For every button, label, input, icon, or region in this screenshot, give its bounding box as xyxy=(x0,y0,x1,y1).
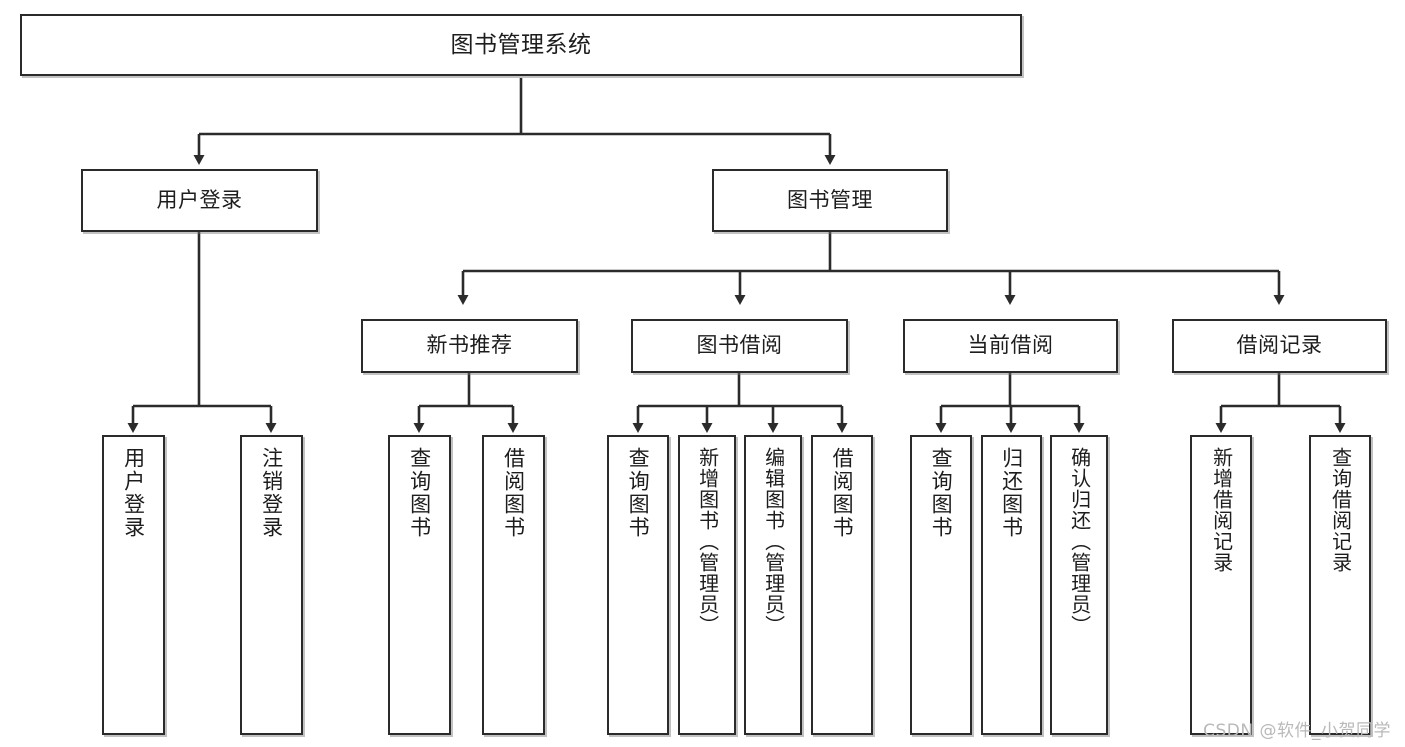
node-leaf-edit-book-admin[interactable]: 编辑图书（管理员） xyxy=(744,435,802,735)
node-leaf-add-book-admin[interactable]: 新增图书（管理员） xyxy=(678,435,736,735)
node-leaf-query-borrow-record[interactable]: 查询借阅记录 xyxy=(1309,435,1371,735)
node-leaf-query-book-a[interactable]: 查询图书 xyxy=(388,435,451,735)
node-leaf-user-login[interactable]: 用户登录 xyxy=(102,435,165,735)
node-user-login-label: 用户登录 xyxy=(156,187,243,212)
node-root[interactable]: 图书管理系统 xyxy=(20,14,1022,76)
node-leaf-query-book-b-label: 查询图书 xyxy=(626,447,651,539)
node-book-manage[interactable]: 图书管理 xyxy=(712,169,948,232)
node-leaf-confirm-return-admin[interactable]: 确认归还（管理员） xyxy=(1050,435,1108,735)
node-current-borrow[interactable]: 当前借阅 xyxy=(903,319,1118,373)
node-borrow-record-label: 借阅记录 xyxy=(1236,333,1323,358)
node-user-login[interactable]: 用户登录 xyxy=(81,169,318,232)
node-root-label: 图书管理系统 xyxy=(450,31,592,58)
node-leaf-query-book-b[interactable]: 查询图书 xyxy=(607,435,669,735)
node-leaf-return-book-label: 归还图书 xyxy=(999,447,1024,539)
node-leaf-query-book-c[interactable]: 查询图书 xyxy=(910,435,972,735)
node-leaf-return-book[interactable]: 归还图书 xyxy=(981,435,1042,735)
node-leaf-borrow-book-a[interactable]: 借阅图书 xyxy=(482,435,545,735)
node-leaf-add-book-admin-label: 新增图书（管理员） xyxy=(695,447,720,636)
node-leaf-query-book-c-label: 查询图书 xyxy=(929,447,954,539)
node-leaf-add-borrow-record[interactable]: 新增借阅记录 xyxy=(1190,435,1252,735)
node-leaf-query-book-a-label: 查询图书 xyxy=(407,447,432,539)
csdn-watermark: CSDN @软件_小贺同学 xyxy=(1203,721,1391,741)
node-book-borrow-label: 图书借阅 xyxy=(696,333,783,358)
node-leaf-borrow-book-a-label: 借阅图书 xyxy=(501,447,526,539)
node-new-book-rec-label: 新书推荐 xyxy=(426,333,513,358)
node-leaf-confirm-return-admin-label: 确认归还（管理员） xyxy=(1067,447,1092,636)
node-leaf-query-borrow-record-label: 查询借阅记录 xyxy=(1328,447,1353,573)
node-leaf-user-login-label: 用户登录 xyxy=(121,447,146,539)
node-book-manage-label: 图书管理 xyxy=(787,187,873,212)
node-leaf-logout-login-label: 注销登录 xyxy=(259,447,284,539)
node-leaf-edit-book-admin-label: 编辑图书（管理员） xyxy=(761,447,786,636)
node-leaf-add-borrow-record-label: 新增借阅记录 xyxy=(1209,447,1234,573)
node-leaf-borrow-book-b[interactable]: 借阅图书 xyxy=(811,435,873,735)
node-new-book-rec[interactable]: 新书推荐 xyxy=(361,319,578,373)
node-borrow-record[interactable]: 借阅记录 xyxy=(1172,319,1387,373)
node-leaf-borrow-book-b-label: 借阅图书 xyxy=(830,447,855,539)
node-book-borrow[interactable]: 图书借阅 xyxy=(631,319,848,373)
node-current-borrow-label: 当前借阅 xyxy=(967,333,1054,358)
node-leaf-logout-login[interactable]: 注销登录 xyxy=(240,435,303,735)
